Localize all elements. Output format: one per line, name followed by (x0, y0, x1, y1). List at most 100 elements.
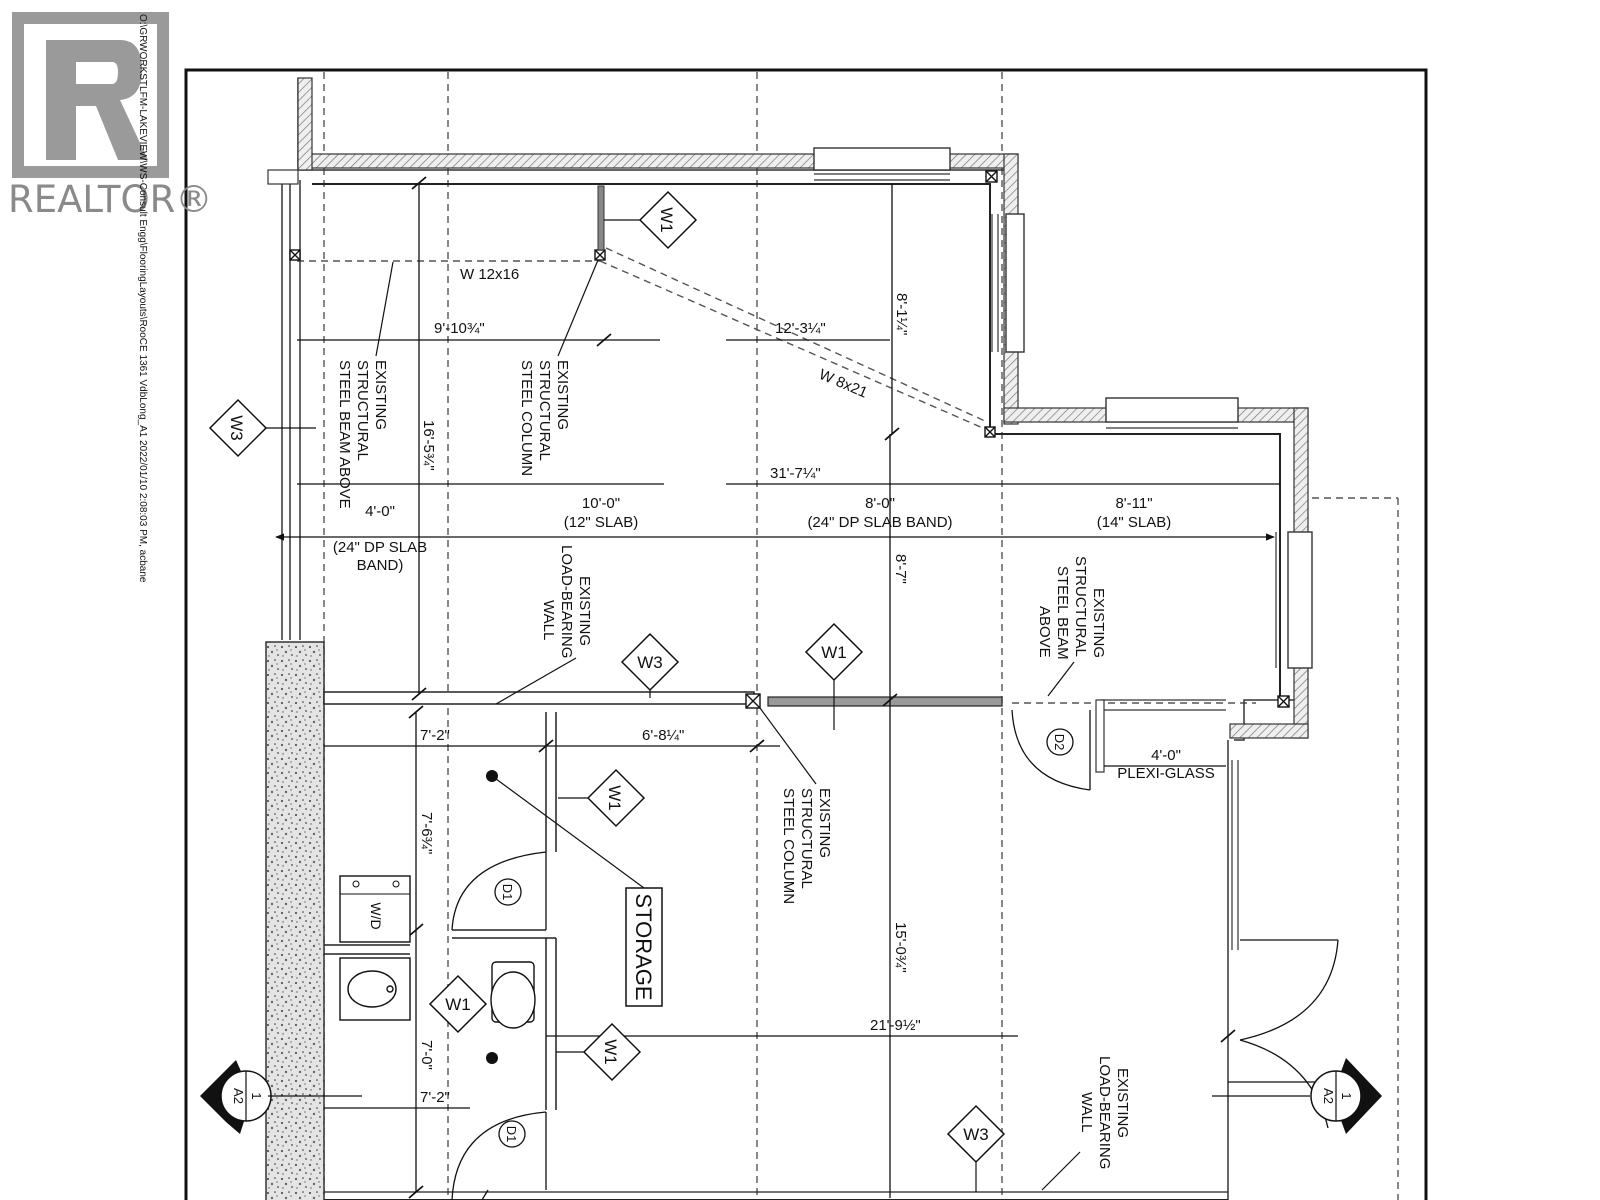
dim-15-0: 15'-0¾" (892, 922, 909, 973)
bath-sink (339, 957, 411, 1021)
note-lbw-bottom: EXISTING LOAD-BEARING WALL (1041, 1056, 1131, 1191)
section-marker-left: 1 A2 (200, 1060, 362, 1134)
slab-2-span: 10'-0" (582, 495, 620, 512)
door-d2 (1011, 709, 1091, 791)
note-line: EXISTING (576, 576, 593, 646)
door-tag-d1-bath: D1 (504, 1126, 519, 1143)
slab-4-span: 8'-11" (1115, 495, 1152, 512)
beam-label-top: W 12x16 (460, 266, 519, 283)
wall-tag-w3-mid: W3 (620, 632, 680, 698)
wall-tag-w3-bottom: W3 (946, 1104, 1006, 1192)
column-dot-bath (486, 1052, 498, 1064)
wall-tag-label: W1 (445, 995, 471, 1014)
wall-tag-w1-bath: W1 (428, 974, 488, 1034)
plexi-text: PLEXI-GLASS (1117, 765, 1215, 782)
slab-3-span: 8'-0" (865, 495, 895, 512)
washer-dryer-label: W/D (368, 902, 384, 929)
note-column-mid: EXISTING STRUCTURAL STEEL COLUMN (759, 707, 833, 904)
dim-8-1: 8'-1¼" (893, 293, 910, 335)
note-line: STEEL BEAM (1054, 566, 1071, 660)
note-beam-left: EXISTING STRUCTURAL STEEL BEAM ABOVE (336, 261, 394, 509)
dim-7-2-bottom: 7'-2" (420, 1089, 450, 1106)
note-line: EXISTING (372, 360, 389, 430)
dim-6-8: 6'-8¼" (642, 727, 684, 744)
dim-8-7: 8'-7" (892, 554, 909, 584)
section-number: 1 (249, 1092, 264, 1099)
note-line: LOAD-BEARING (1096, 1056, 1113, 1169)
file-path-text: O:\GRWORKSTLFM-LAKEVIEW\WS-Consult Engg\… (137, 14, 148, 583)
section-sheet: A2 (231, 1088, 246, 1104)
realtor-wordmark: REALTOR® (8, 178, 212, 221)
storage-room-label: STORAGE (486, 770, 663, 1007)
slab-3-desc: (24" DP SLAB BAND) (807, 514, 952, 531)
steel-column-shaft (597, 185, 605, 251)
note-line: STEEL COLUMN (518, 360, 535, 476)
wall-tag-w1-lower: W1 (556, 1022, 642, 1082)
note-line: STEEL BEAM ABOVE (336, 360, 353, 509)
note-line: STRUCTURAL (1072, 556, 1089, 657)
steel-columns (289, 170, 1290, 709)
slab-1-span: 4'-0" (365, 503, 395, 520)
door-tag-d1: D1 (500, 884, 515, 901)
note-column-top: EXISTING STRUCTURAL STEEL COLUMN (518, 259, 599, 476)
plexi-dim: 4'-0" (1151, 747, 1181, 764)
storage-text: STORAGE (631, 893, 656, 1000)
toilet (490, 961, 536, 1029)
beam-label-diagonal: W 8x21 (816, 366, 869, 402)
note-line: STRUCTURAL (536, 360, 553, 461)
door-tag-d2: D2 (1052, 734, 1067, 751)
note-line: WALL (540, 600, 557, 640)
section-sheet: A2 (1321, 1088, 1336, 1104)
concrete-wall (265, 641, 325, 1200)
dim-7-0: 7'-0" (418, 1040, 435, 1070)
wall-tag-label: W1 (821, 643, 847, 662)
note-line: EXISTING (554, 360, 571, 430)
slab-2-desc: (12" SLAB) (564, 514, 639, 531)
dim-31-7: 31'-7¼" (770, 465, 821, 482)
wall-tag-label: W1 (605, 785, 624, 811)
wall-tag-w1-top: W1 (604, 190, 698, 250)
note-lbw-mid: EXISTING LOAD-BEARING WALL (495, 545, 593, 705)
sheet-border (184, 68, 1428, 1200)
note-line: STRUCTURAL (354, 360, 371, 461)
slab-labels: 4'-0" (24" DP SLAB BAND) 10'-0" (12" SLA… (333, 495, 1171, 574)
dim-12-3: 12'-3¼" (775, 320, 826, 337)
door-storage (451, 851, 547, 931)
section-marker-right: 1 A2 (1212, 1058, 1382, 1134)
wall-tag-w3-left: W3 (208, 398, 316, 458)
dim-21-9: 21'-9½" (870, 1017, 921, 1034)
dim-7-2-top: 7'-2" (420, 727, 450, 744)
exterior-walls (267, 77, 1313, 1200)
note-line: WALL (1078, 1092, 1095, 1132)
section-number: 1 (1339, 1092, 1354, 1099)
slab-4-desc: (14" SLAB) (1097, 514, 1172, 531)
wall-tag-label: W3 (637, 653, 663, 672)
dim-7-6: 7'-6¾" (418, 812, 435, 854)
dim-16-5: 16'-5¾" (420, 420, 437, 471)
grid-lines (297, 72, 1399, 1200)
dimension-ticks (408, 176, 1236, 1199)
wall-tag-w1-storage: W1 (558, 768, 646, 828)
wall-tag-label: W1 (657, 207, 676, 233)
dim-9-10: 9'-10¾" (434, 320, 485, 337)
note-beam-right: EXISTING STRUCTURAL STEEL BEAM ABOVE (1036, 556, 1107, 697)
slab-1-desc: (24" DP SLAB (333, 539, 427, 556)
note-line: EXISTING (1114, 1068, 1131, 1138)
door-bath (451, 1111, 547, 1200)
washer-dryer: W/D (339, 875, 411, 943)
realtor-logo: REALTOR® (8, 12, 212, 221)
note-line: ABOVE (1036, 606, 1053, 658)
wall-tag-label: W1 (601, 1039, 620, 1065)
wall-tag-w1-mid: W1 (804, 622, 864, 730)
interior-walls (323, 691, 1228, 1200)
note-line: EXISTING (1090, 588, 1107, 658)
wall-tag-label: W3 (963, 1125, 989, 1144)
note-line: LOAD-BEARING (558, 545, 575, 658)
slab-1-desc2: BAND) (357, 557, 404, 574)
wall-tag-label: W3 (227, 415, 246, 441)
note-line: STEEL COLUMN (780, 788, 797, 904)
note-line: EXISTING (816, 788, 833, 858)
note-line: STRUCTURAL (798, 788, 815, 889)
plexi-glass-label: 4'-0" PLEXI-GLASS (1117, 747, 1215, 782)
